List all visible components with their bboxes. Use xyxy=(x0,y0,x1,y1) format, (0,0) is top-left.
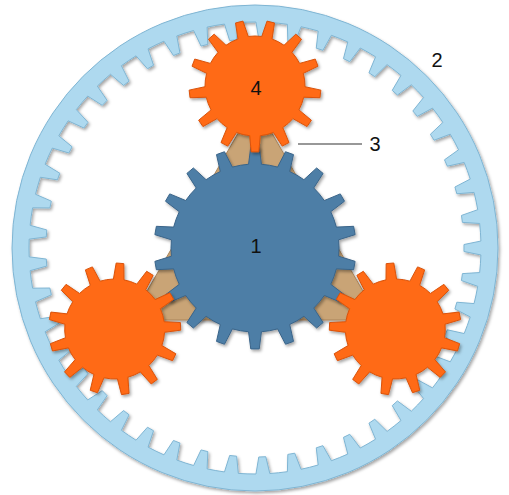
sun-gear xyxy=(155,147,355,349)
ring-gear xyxy=(12,5,498,491)
callout-number: 4 xyxy=(250,78,261,98)
leader-line xyxy=(298,143,362,144)
planet-gear xyxy=(189,21,321,152)
planet-gear xyxy=(329,263,460,395)
planet-gear xyxy=(49,263,180,395)
callout-number: 2 xyxy=(431,50,442,70)
callout-number: 1 xyxy=(250,236,261,256)
callout-number: 3 xyxy=(369,134,380,154)
